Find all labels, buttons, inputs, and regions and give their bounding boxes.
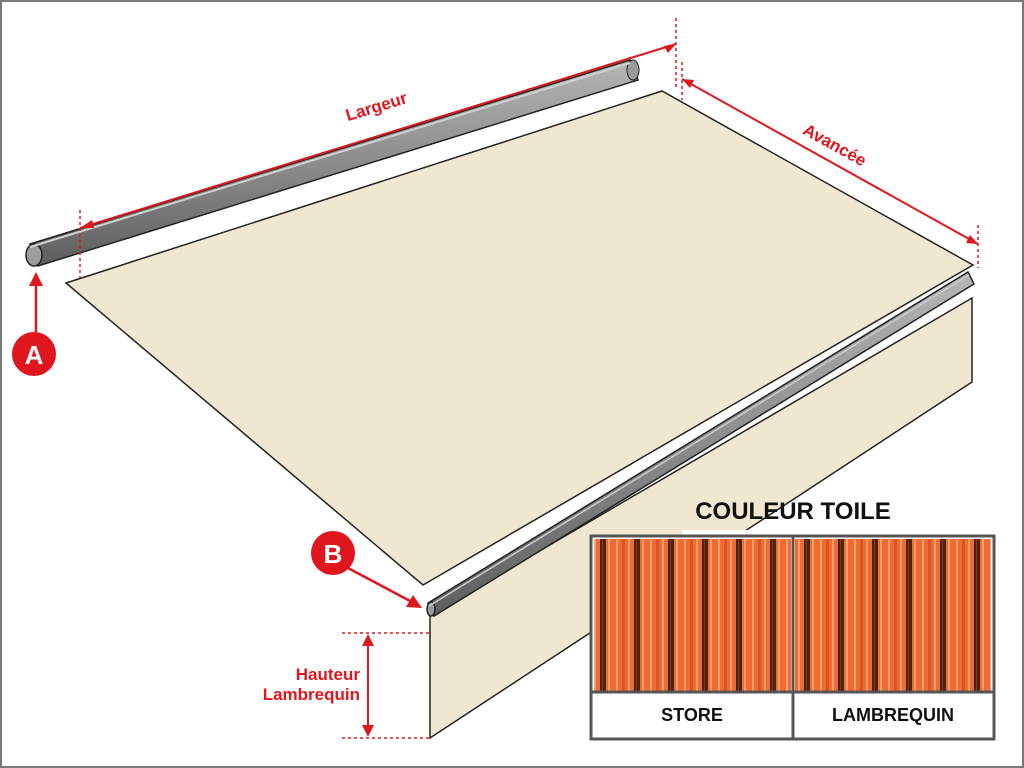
marker-a: A — [12, 272, 56, 376]
swatch-panel-title: COULEUR TOILE — [695, 498, 891, 525]
marker-b: B — [311, 531, 422, 608]
valance-height-dimension — [342, 632, 430, 739]
awning-canvas — [64, 90, 975, 586]
rear-roller-tube — [25, 59, 640, 267]
projection-dimension — [681, 62, 979, 268]
swatch-panel: COULEUR TOILE STORE LAMBREQUIN — [589, 498, 996, 741]
marker-b-letter: B — [324, 539, 343, 569]
valance-height-label-line1: Hauteur — [296, 665, 361, 684]
front-bar — [426, 270, 975, 618]
swatch-lambrequin[interactable] — [795, 539, 991, 691]
valance-face — [429, 296, 973, 740]
swatch-lambrequin-label: LAMBREQUIN — [832, 705, 954, 725]
marker-a-letter: A — [25, 340, 44, 370]
swatch-store[interactable] — [594, 539, 791, 691]
swatch-store-label: STORE — [661, 705, 723, 725]
width-dimension — [79, 18, 677, 278]
valance-height-label-line2: Lambrequin — [263, 685, 360, 704]
